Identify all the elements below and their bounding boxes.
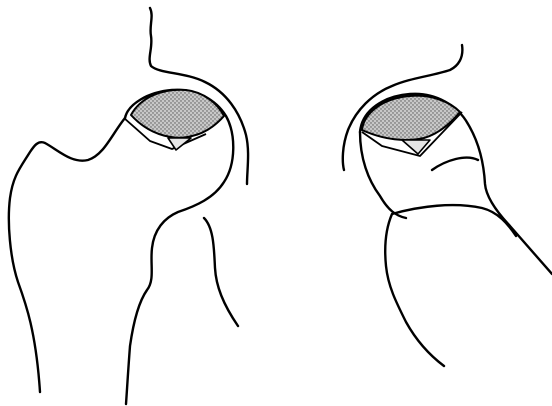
femoral-head-diagram (0, 0, 552, 406)
canvas-background (0, 0, 552, 406)
